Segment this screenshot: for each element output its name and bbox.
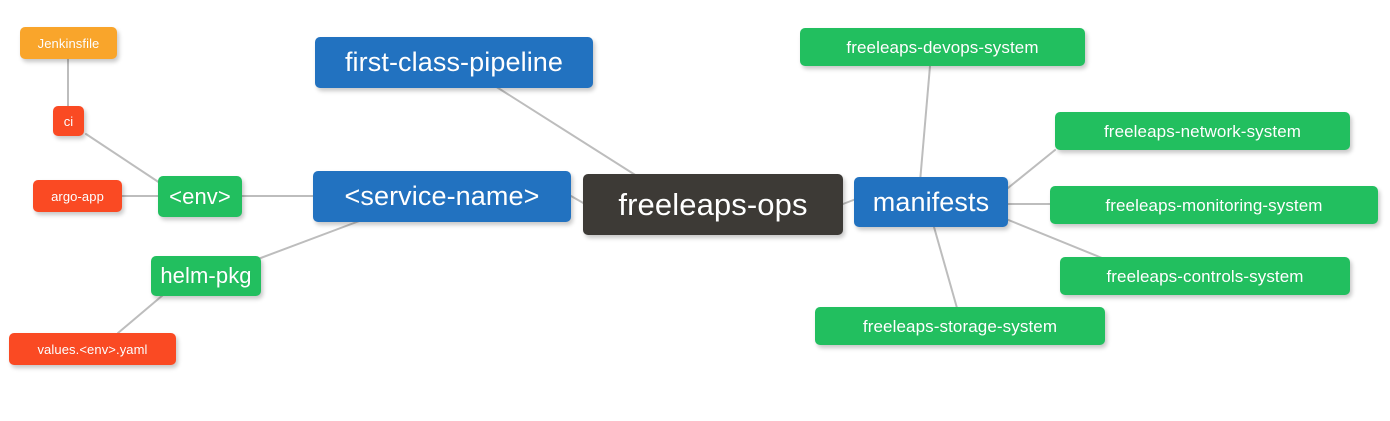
node-ci[interactable]: ci [53, 106, 84, 136]
node-values-yaml-label: values.<env>.yaml [37, 341, 148, 357]
node-argo-app-label: argo-app [51, 188, 104, 204]
edge-manifests-network-system [1007, 149, 1056, 189]
node-env[interactable]: <env> [158, 176, 242, 217]
node-values-yaml[interactable]: values.<env>.yaml [9, 333, 176, 365]
node-helm-pkg[interactable]: helm-pkg [151, 256, 261, 296]
node-freeleaps-network-system[interactable]: freeleaps-network-system [1055, 112, 1350, 150]
node-service-name-label: <service-name> [344, 181, 540, 211]
node-env-label: <env> [169, 183, 231, 209]
edge-service-name-helm-pkg [249, 219, 363, 263]
node-freeleaps-devops-system-label: freeleaps-devops-system [846, 37, 1039, 57]
node-freeleaps-network-system-label: freeleaps-network-system [1103, 121, 1302, 141]
node-service-name[interactable]: <service-name> [313, 171, 571, 222]
node-first-class-pipeline[interactable]: first-class-pipeline [315, 37, 593, 88]
node-freeleaps-storage-system-label: freeleaps-storage-system [862, 316, 1058, 336]
node-freeleaps-monitoring-system[interactable]: freeleaps-monitoring-system [1050, 186, 1378, 224]
node-freeleaps-controls-system[interactable]: freeleaps-controls-system [1060, 257, 1350, 295]
edge-root-first-class-pipeline [494, 85, 641, 179]
node-manifests-label: manifests [872, 186, 990, 217]
edge-manifests-storage-system [933, 226, 958, 309]
node-freeleaps-ops[interactable]: freeleaps-ops [583, 174, 843, 235]
edge-manifests-controls-system [1005, 218, 1103, 259]
node-freeleaps-controls-system-label: freeleaps-controls-system [1106, 266, 1304, 286]
edge-manifests-devops-system [919, 65, 931, 183]
node-helm-pkg-label: helm-pkg [160, 263, 252, 288]
node-freeleaps-storage-system[interactable]: freeleaps-storage-system [815, 307, 1105, 345]
node-jenkinsfile[interactable]: Jenkinsfile [20, 27, 117, 59]
node-freeleaps-ops-label: freeleaps-ops [618, 187, 808, 222]
node-ci-label: ci [63, 113, 74, 129]
node-jenkinsfile-label: Jenkinsfile [37, 35, 100, 51]
node-freeleaps-monitoring-system-label: freeleaps-monitoring-system [1105, 195, 1323, 215]
node-manifests[interactable]: manifests [854, 177, 1008, 227]
node-argo-app[interactable]: argo-app [33, 180, 122, 212]
edge-env-ci [85, 133, 164, 186]
node-first-class-pipeline-label: first-class-pipeline [344, 47, 564, 77]
edge-helm-pkg-values-yaml [117, 294, 164, 334]
node-freeleaps-devops-system[interactable]: freeleaps-devops-system [800, 28, 1085, 66]
